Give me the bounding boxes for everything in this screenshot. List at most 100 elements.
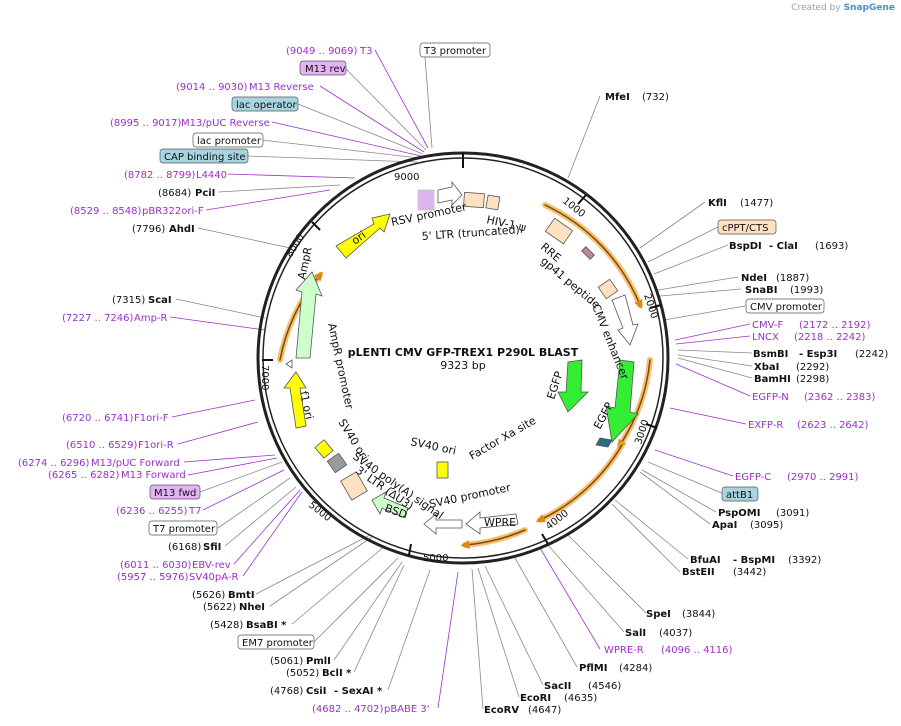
t3-label[interactable]: T3 (359, 46, 372, 57)
f1ori-r-label[interactable]: F1ori-R (138, 440, 174, 451)
clai-label[interactable]: - ClaI (769, 241, 798, 252)
pflmi-label[interactable]: PflMI (579, 663, 607, 674)
sexai-label[interactable]: - SexAI * (334, 686, 383, 697)
sv40pa-label[interactable]: SV40pA-R (189, 572, 238, 583)
bamhi-label[interactable]: BamHI (754, 374, 791, 385)
ampr-primer-label[interactable]: Amp-R (134, 313, 168, 324)
apai-pos: (3095) (750, 520, 783, 531)
m13puc-rev-label[interactable]: M13/pUC Reverse (181, 118, 270, 129)
pcii-label[interactable]: PciI (195, 188, 215, 199)
cmv-promoter-box[interactable] (745, 298, 825, 314)
lac-operator-label: lac operator (236, 100, 297, 111)
t7-label[interactable]: T7 (188, 506, 201, 517)
pbr322-label[interactable]: pBR322ori-F (142, 206, 204, 217)
bspmi-pos: (3392) (788, 555, 821, 566)
ndei-label[interactable]: NdeI (741, 273, 767, 284)
t3-promoter-label: T3 promoter (423, 46, 487, 57)
m13fwd2-label[interactable]: M13 Forward (121, 470, 186, 481)
m13-fwd-label: M13 fwd (154, 488, 196, 499)
lncx-label[interactable]: LNCX (752, 332, 779, 343)
pcii-pos: (8684) (158, 188, 191, 199)
snabi-label[interactable]: SnaBI (745, 285, 777, 296)
bsmbi-label[interactable]: BsmBI (753, 349, 788, 360)
sfii-pos: (6168) (168, 542, 201, 553)
scai-label[interactable]: ScaI (148, 295, 172, 306)
sali-pos: (4037) (659, 628, 692, 639)
polya-box (326, 452, 348, 474)
egfpc-label[interactable]: EGFP-C (735, 472, 771, 483)
lac-operator-box[interactable] (231, 96, 299, 112)
bfuai-label[interactable]: BfuAI (690, 555, 721, 566)
pbabe-range: (4682 .. 4702) (312, 704, 384, 715)
csii-pos: (4768) (270, 686, 303, 697)
ampr-promoter-arrow (285, 359, 293, 369)
psi-box (485, 194, 501, 211)
l4440-label[interactable]: L4440 (196, 170, 227, 181)
ndei-pos: (1887) (776, 273, 809, 284)
ecorv-label[interactable]: EcoRV (484, 705, 519, 716)
pbabe-label[interactable]: pBABE 3' (384, 704, 430, 715)
bspmi-label[interactable]: - BspMI (733, 555, 775, 566)
lac-promoter-box[interactable] (192, 132, 264, 148)
lac-cluster (417, 189, 435, 211)
bamhi-pos: (2298) (796, 374, 829, 385)
nhei-label[interactable]: NheI (239, 602, 265, 613)
pmli-label[interactable]: PmlI (306, 656, 331, 667)
pspomi-label[interactable]: PspOMI (718, 508, 760, 519)
bcli-label[interactable]: BclI * (322, 668, 352, 679)
wprer-range: (4096 .. 4116) (661, 645, 733, 656)
tick-9000: 9000 (394, 172, 419, 183)
apai-label[interactable]: ApaI (712, 520, 737, 531)
tick-5000: 5000 (423, 553, 448, 564)
right-labels: T3 promoter MfeI (732) KflI (1477) cPPT/… (419, 42, 888, 716)
ahdi-label[interactable]: AhdI (169, 224, 195, 235)
sacii-label[interactable]: SacII (544, 681, 571, 692)
sv40pa-range: (5957 .. 5976) (117, 572, 189, 583)
ebv-label[interactable]: EBV-rev (192, 560, 231, 571)
f1ori-f-label[interactable]: F1ori-F (134, 413, 169, 424)
t7-promoter-box[interactable] (148, 520, 218, 536)
m13puc-fwd-label[interactable]: M13/pUC Forward (91, 458, 180, 469)
cap-site-label: CAP binding site (164, 152, 246, 163)
em7-box[interactable] (237, 634, 315, 650)
sali-label[interactable]: SalI (625, 628, 646, 639)
m13-fwd-box[interactable] (149, 484, 201, 500)
attb1-box[interactable] (721, 486, 759, 502)
tick-2000: 2000 (641, 293, 659, 321)
l4440-range: (8782 .. 8799) (124, 170, 196, 181)
xbai-label[interactable]: XbaI (754, 362, 779, 373)
left-labels: (9049 .. 9069) T3 M13 rev (9014 .. 9030)… (18, 46, 430, 715)
m13-reverse-label[interactable]: M13 Reverse (249, 82, 314, 93)
egfpn-label[interactable]: EGFP-N (752, 392, 789, 403)
exfpr-label[interactable]: EXFP-R (748, 420, 783, 431)
esp3i-label[interactable]: - Esp3I (799, 349, 837, 360)
rre-box (544, 217, 574, 245)
bspdi-label[interactable]: BspDI (729, 241, 762, 252)
sv40-ori-outer-box (314, 439, 334, 459)
label-sv40-promoter: SV40 promoter (428, 481, 512, 511)
t3-promoter-box[interactable] (419, 42, 491, 58)
m13-rev-box[interactable] (299, 60, 347, 76)
tick-marks (262, 153, 662, 556)
spei-label[interactable]: SpeI (646, 609, 671, 620)
label-sv40-ori-inner: SV40 ori (409, 435, 457, 457)
label-wpre: WPRE (484, 516, 516, 529)
mfei-label[interactable]: MfeI (605, 92, 630, 103)
bsteii-label[interactable]: BstEII (682, 567, 715, 578)
wprer-label[interactable]: WPRE-R (604, 645, 644, 656)
bmti-pos: (5626) (192, 590, 225, 601)
m13-rev-label: M13 rev (305, 64, 346, 75)
scai-pos: (7315) (112, 295, 145, 306)
cap-site-box[interactable] (159, 148, 249, 164)
t7-range: (6236 .. 6255) (116, 506, 188, 517)
cppt-box-label[interactable] (717, 219, 777, 235)
bsabi-label[interactable]: BsaBI * (246, 620, 287, 631)
bmti-label[interactable]: BmtI (228, 590, 255, 601)
ecori-label[interactable]: EcoRI (520, 693, 551, 704)
cmvf-label[interactable]: CMV-F (752, 320, 783, 331)
sfii-label[interactable]: SfiI (203, 542, 221, 553)
clai-pos: (1693) (815, 241, 848, 252)
ampr-primer-range: (7227 .. 7246) (62, 313, 134, 324)
kfli-label[interactable]: KflI (708, 198, 727, 209)
csii-label[interactable]: CsiI (306, 686, 326, 697)
